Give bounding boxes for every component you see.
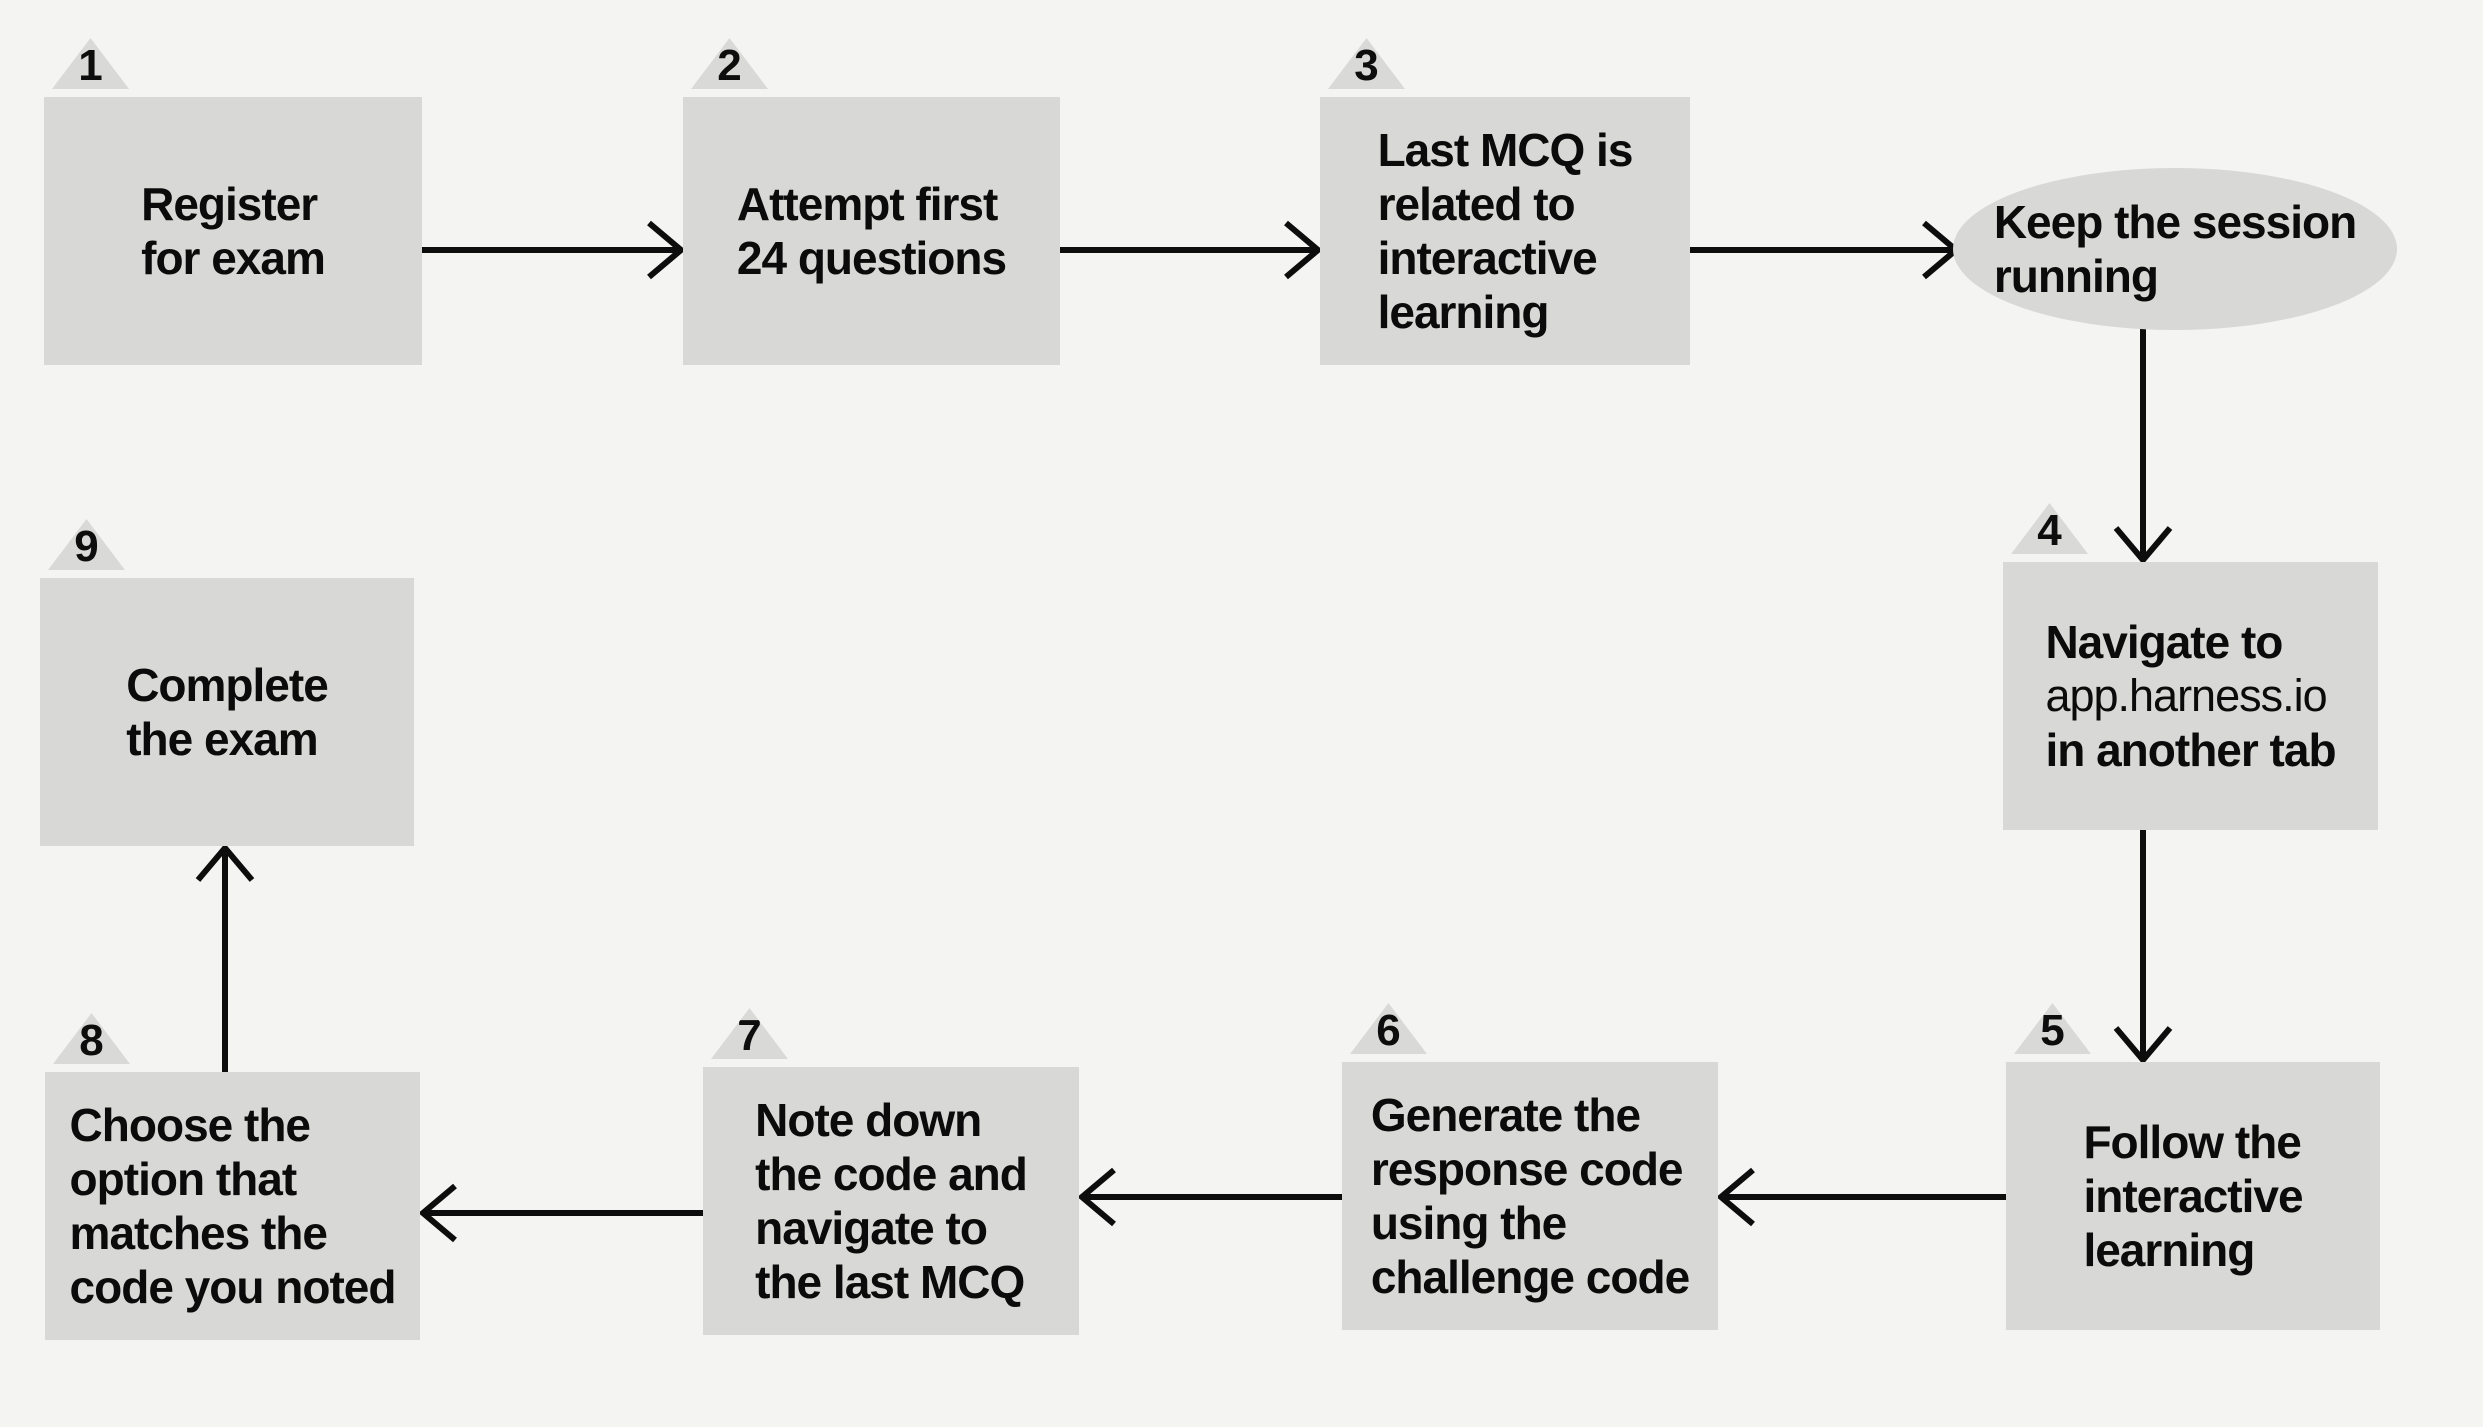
node-label-line: Note down bbox=[755, 1094, 982, 1146]
step-number: 7 bbox=[737, 1011, 762, 1060]
node-label-line: Generate the bbox=[1370, 1089, 1641, 1141]
node-label-line: learning bbox=[1377, 286, 1550, 338]
node-label-line: Register bbox=[141, 178, 318, 230]
node-label-line: Last MCQ is bbox=[1377, 124, 1634, 176]
step-number: 4 bbox=[2037, 506, 2062, 555]
node-label-line: navigate to bbox=[755, 1202, 988, 1254]
step-number-badge-step5: 5 bbox=[2014, 1003, 2091, 1054]
node-label-line: learning bbox=[2083, 1224, 2255, 1276]
node-label-line: Attempt first bbox=[736, 178, 998, 230]
node-label-line: interactive bbox=[2083, 1170, 2303, 1222]
step-number-badge-step2: 2 bbox=[691, 38, 768, 89]
arrow-step3-session bbox=[1690, 220, 1961, 280]
node-label-line: app.harness.io bbox=[2045, 670, 2327, 721]
arrow-step8-step9 bbox=[195, 843, 255, 1072]
node-label-line: the code and bbox=[755, 1148, 1028, 1200]
node-label-line: Keep the session bbox=[1993, 196, 2357, 248]
node-label-line: the exam bbox=[126, 713, 318, 765]
arrow-step5-step6 bbox=[1716, 1167, 2006, 1227]
node-label-line: code you noted bbox=[69, 1261, 397, 1313]
step-number: 6 bbox=[1376, 1006, 1401, 1055]
step-number: 8 bbox=[79, 1016, 104, 1065]
node-label-line: running bbox=[1993, 250, 2159, 302]
node-label-line: using the bbox=[1370, 1197, 1567, 1249]
arrow-session-step4 bbox=[2113, 329, 2173, 565]
node-label-line: related to bbox=[1377, 178, 1576, 230]
node-label-line: in another tab bbox=[2045, 724, 2336, 776]
step-number-badge-step1: 1 bbox=[52, 38, 129, 89]
step-number-badge-step6: 6 bbox=[1350, 1003, 1427, 1054]
arrow-step4-step5 bbox=[2113, 830, 2173, 1065]
node-label-line: challenge code bbox=[1370, 1251, 1690, 1303]
node-label-line: for exam bbox=[141, 232, 326, 284]
step-number: 5 bbox=[2040, 1006, 2065, 1055]
node-label-line: response code bbox=[1370, 1143, 1684, 1195]
node-label-line: Choose the bbox=[69, 1099, 311, 1151]
node-label-line: interactive bbox=[1377, 232, 1598, 284]
node-label-line: matches the bbox=[69, 1207, 328, 1259]
node-label-line: Complete bbox=[126, 659, 329, 711]
step-number: 1 bbox=[78, 41, 103, 90]
step-number: 3 bbox=[1354, 41, 1379, 90]
node-label-line: 24 questions bbox=[736, 232, 1007, 284]
step-number-badge-step3: 3 bbox=[1328, 38, 1405, 89]
step-number: 9 bbox=[74, 522, 99, 571]
step-number: 2 bbox=[717, 41, 742, 90]
step-number-badge-step4: 4 bbox=[2011, 503, 2088, 554]
step-number-badge-step9: 9 bbox=[48, 519, 125, 570]
node-label-line: Navigate to bbox=[2045, 616, 2283, 668]
step-number-badge-step8: 8 bbox=[53, 1013, 130, 1064]
node-label-line: the last MCQ bbox=[755, 1256, 1025, 1308]
step-number-badge-step7: 7 bbox=[711, 1008, 788, 1059]
arrow-step2-step3 bbox=[1060, 220, 1323, 280]
node-label-line: option that bbox=[69, 1153, 298, 1205]
arrow-step1-step2 bbox=[422, 220, 686, 280]
arrow-step7-step8 bbox=[418, 1183, 703, 1243]
arrow-step6-step7 bbox=[1077, 1167, 1342, 1227]
node-label-line: Follow the bbox=[2083, 1116, 2301, 1168]
